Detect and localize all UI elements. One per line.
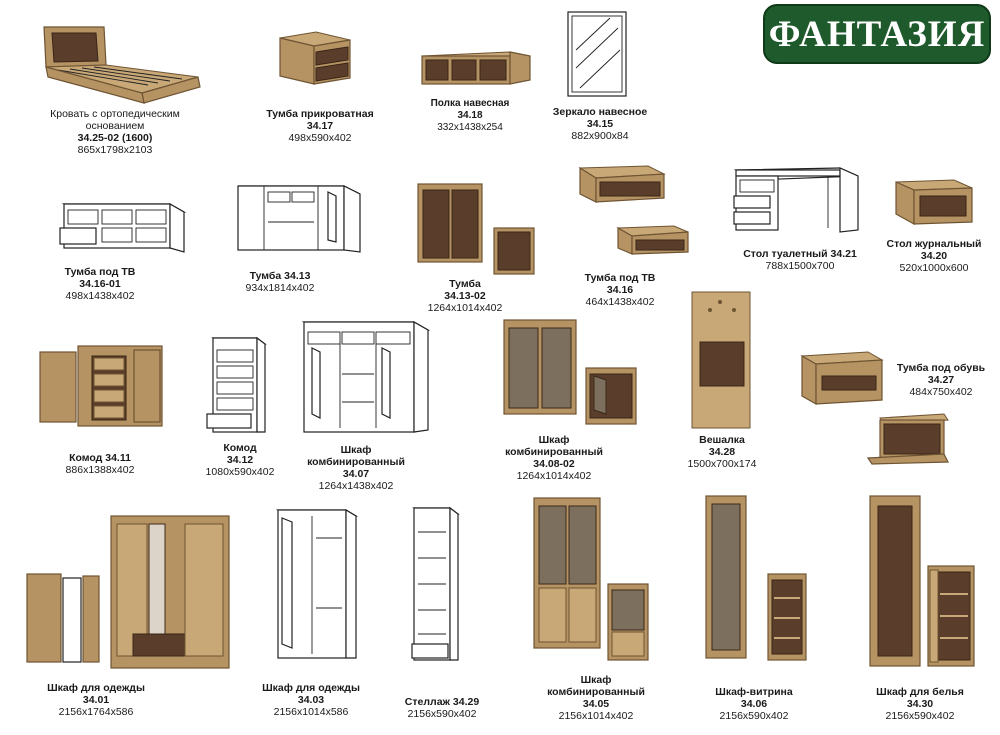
cabinet-3413-image	[237, 185, 361, 253]
display-cabinet-3406-caption: Шкаф-витрина 34.06 2156x590x402	[715, 686, 793, 722]
shoe-cabinet-image	[800, 351, 949, 465]
brand-logo: ФАНТАЗИЯ	[763, 4, 991, 64]
tv-stand-3416-caption: Тумба под ТВ 34.16 464x1438x402	[584, 272, 656, 308]
combined-cabinet-3407-caption: Шкаф комбинированный 34.07 1264x1438x402	[307, 444, 405, 492]
chest-3411-caption: Комод 34.11 886x1388x402	[65, 452, 135, 476]
cabinet-3413-caption: Тумба 34.13 934x1814x402	[245, 270, 315, 294]
bookcase-3429-caption: Стеллаж 34.29 2156x590x402	[404, 696, 480, 720]
chest-3412-caption: Комод 34.12 1080x590x402	[205, 442, 275, 478]
display-cabinet-3406-image	[705, 495, 807, 661]
chest-3411-image	[39, 345, 163, 427]
tv-stand-drawing-image	[59, 202, 187, 253]
coffee-table-image	[895, 179, 973, 226]
combined-cabinet-3405-caption: Шкаф комбинированный 34.05 2156x1014x402	[547, 674, 645, 722]
bookcase-3429-image	[411, 506, 460, 661]
hallway-hanger-image	[691, 291, 751, 429]
linen-cabinet-3430-caption: Шкаф для белья 34.30 2156x590x402	[876, 686, 964, 722]
bed-image	[43, 26, 201, 104]
hallway-hanger-caption: Вешалка 34.28 1500x700x174	[687, 434, 757, 470]
dressing-table-caption: Стол туалетный 34.21 788x1500x700	[743, 248, 857, 272]
combined-cabinet-340802-image	[503, 319, 637, 425]
linen-cabinet-3430-image	[869, 495, 975, 667]
bedside-table-image	[279, 31, 351, 85]
wardrobe-3401-caption: Шкаф для одежды 34.01 2156x1764x586	[47, 682, 145, 718]
cabinet-341302-image	[417, 183, 535, 275]
combined-cabinet-3405-image	[533, 497, 649, 661]
wall-mirror-image	[567, 11, 627, 97]
wardrobe-3401-image	[26, 515, 230, 669]
tv-stand-3416-image	[578, 165, 689, 255]
wall-shelf-image	[421, 51, 531, 85]
combined-cabinet-3407-image	[301, 320, 431, 433]
wardrobe-3403-caption: Шкаф для одежды 34.03 2156x1014x586	[262, 682, 360, 718]
chest-3412-image	[206, 336, 267, 433]
shoe-cabinet-caption: Тумба под обувь 34.27 484x750x402	[896, 362, 986, 398]
wardrobe-3403-image	[275, 508, 359, 659]
bed-caption: Кровать с ортопедическим основанием 34.2…	[50, 108, 180, 156]
combined-cabinet-340802-caption: Шкаф комбинированный 34.08-02 1264x1014x…	[505, 434, 603, 482]
coffee-table-caption: Стол журнальный 34.20 520x1000x600	[886, 238, 982, 274]
wall-mirror-caption: Зеркало навесное 34.15 882x900x84	[552, 106, 648, 142]
cabinet-341302-caption: Тумба 34.13-02 1264x1014x402	[427, 278, 503, 314]
wall-shelf-caption: Полка навесная 34.18 332x1438x254	[430, 98, 510, 133]
tv-stand-1601-caption: Тумба под ТВ 34.16-01 498x1438x402	[64, 266, 136, 302]
dressing-table-image	[733, 167, 859, 233]
bedside-table-caption: Тумба прикроватная 34.17 498x590x402	[266, 108, 374, 144]
